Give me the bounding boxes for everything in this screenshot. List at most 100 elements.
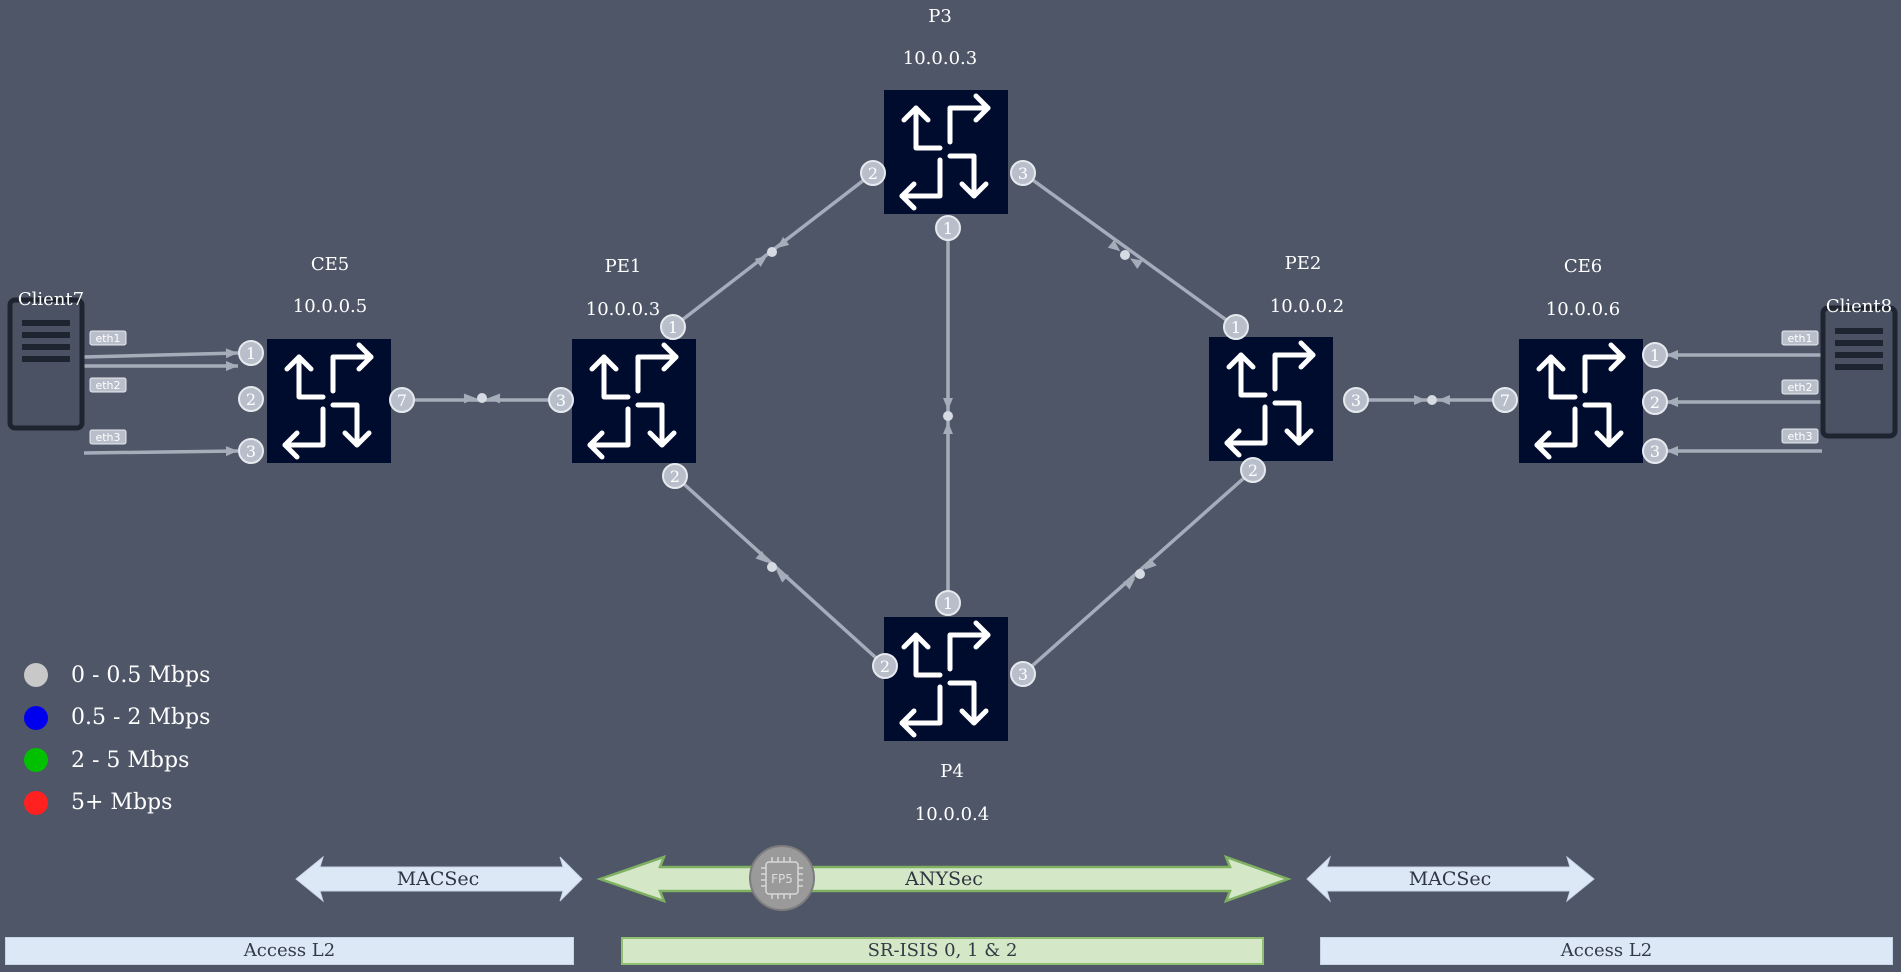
link-arrowhead (487, 393, 501, 404)
link-client8-eth3 (1666, 446, 1822, 456)
legend-item: 0 - 0.5 Mbps (24, 654, 210, 697)
link-pe1-p4 (673, 474, 887, 668)
link-pe2-ce6 (1356, 395, 1505, 405)
routers-layer (267, 90, 1643, 741)
ce5-name: CE5 (310, 254, 350, 275)
ce5-port-2: 2 (238, 386, 264, 412)
interface-label: eth2 (1787, 381, 1812, 394)
link-arrowhead (1144, 558, 1157, 570)
pe1-port-3: 3 (548, 387, 574, 413)
links-layer (83, 171, 1822, 676)
client8-eth3-tag: eth3 (1781, 428, 1819, 444)
link-client7-eth1 (83, 348, 239, 359)
client8-server (1820, 305, 1898, 439)
router-p3 (884, 90, 1008, 214)
link-midpoint-dot (767, 562, 777, 572)
link-arrowhead (1130, 258, 1143, 269)
legend-item: 0.5 - 2 Mbps (24, 697, 210, 740)
pe1-ip: 10.0.0.3 (585, 299, 661, 320)
macsec-right-arrow (1306, 855, 1595, 903)
router-ce6 (1519, 339, 1643, 463)
port-number: 1 (246, 344, 256, 363)
client7-eth1-tag: eth1 (89, 330, 127, 346)
clients-layer: eth1 eth2 eth3 eth1 eth2 eth3 (7, 297, 1898, 445)
link-client7-eth2 (84, 361, 238, 371)
client7-name: Client7 (17, 289, 85, 310)
link-arrowhead (1107, 239, 1121, 252)
ce6-ip: 10.0.0.6 (1545, 299, 1621, 320)
legend-dot (24, 663, 48, 688)
traffic-legend: 0 - 0.5 Mbps 0.5 - 2 Mbps 2 - 5 Mbps 5+ … (24, 654, 210, 824)
link-midpoint-dot (943, 411, 953, 421)
link-p4-pe2 (1021, 468, 1255, 676)
port-number: 1 (943, 594, 953, 613)
client7-eth3-tag: eth3 (89, 429, 127, 445)
port-number: 3 (1018, 164, 1028, 183)
router-pe1 (572, 339, 696, 463)
macsec-left-label: MACSec (396, 868, 480, 890)
port-number: 3 (1018, 665, 1028, 684)
interface-label: eth1 (1787, 332, 1812, 345)
port-number: 7 (397, 391, 407, 410)
macsec-left-arrow (295, 855, 583, 903)
link-ce5-pe1 (402, 393, 561, 404)
port-number: 3 (1351, 391, 1361, 410)
ce5-port-7: 7 (389, 387, 415, 413)
legend-label: 5+ Mbps (71, 790, 173, 816)
port-number: 1 (1650, 346, 1660, 365)
link-arrowhead (1666, 446, 1678, 456)
link-arrowhead (225, 348, 238, 359)
p4-port-1: 1 (935, 590, 961, 616)
ce6-port-7: 7 (1492, 387, 1518, 413)
p3-ip: 10.0.0.3 (902, 48, 978, 69)
client7-eth2-tag: eth2 (89, 377, 127, 393)
link-arrowhead (943, 422, 953, 434)
link-p3-pe2 (1021, 171, 1238, 329)
ce6-port-2: 2 (1642, 389, 1668, 415)
link-midpoint-dot (1135, 569, 1145, 579)
ce6-port-3: 3 (1642, 438, 1668, 464)
port-number: 2 (880, 657, 890, 676)
link-pe1-p3 (671, 171, 875, 329)
port-number: 7 (1500, 391, 1510, 410)
p3-port-1: 1 (935, 215, 961, 241)
macsec-right-label: MACSec (1408, 868, 1492, 890)
link-arrowhead (226, 361, 238, 371)
link-arrowhead (776, 570, 789, 583)
port-number: 1 (668, 318, 678, 337)
interface-label: eth3 (95, 431, 120, 444)
access-l2-left-bar: Access L2 (5, 937, 574, 965)
p3-port-2: 2 (860, 160, 886, 186)
port-number: 3 (246, 442, 256, 461)
p4-port-2: 2 (872, 653, 898, 679)
port-number: 3 (556, 391, 566, 410)
link-arrowhead (225, 446, 238, 457)
legend-label: 0.5 - 2 Mbps (71, 705, 211, 731)
pe2-name: PE2 (1284, 253, 1322, 274)
legend-label: 0 - 0.5 Mbps (71, 662, 211, 688)
port-number: 2 (670, 467, 680, 486)
port-number: 2 (246, 390, 256, 409)
interface-label: eth2 (95, 379, 120, 392)
link-arrowhead (1123, 577, 1136, 590)
legend-dot (24, 748, 48, 773)
port-number: 1 (943, 219, 953, 238)
client8-eth1-tag: eth1 (1781, 330, 1819, 346)
client8-name: Client8 (1825, 296, 1893, 317)
interface-label: eth3 (1787, 430, 1812, 443)
ce6-port-1: 1 (1642, 342, 1668, 368)
ce6-name: CE6 (1563, 256, 1603, 277)
ce5-port-1: 1 (238, 340, 264, 366)
ce5-port-3: 3 (238, 438, 264, 464)
p4-name: P4 (940, 761, 964, 782)
port-number: 2 (1248, 461, 1258, 480)
link-arrowhead (1414, 395, 1426, 405)
legend-dot (24, 705, 48, 730)
server-icon (7, 297, 85, 431)
link-midpoint-dot (1120, 250, 1130, 260)
client7-server (7, 297, 85, 431)
p4-port-3: 3 (1010, 661, 1036, 687)
